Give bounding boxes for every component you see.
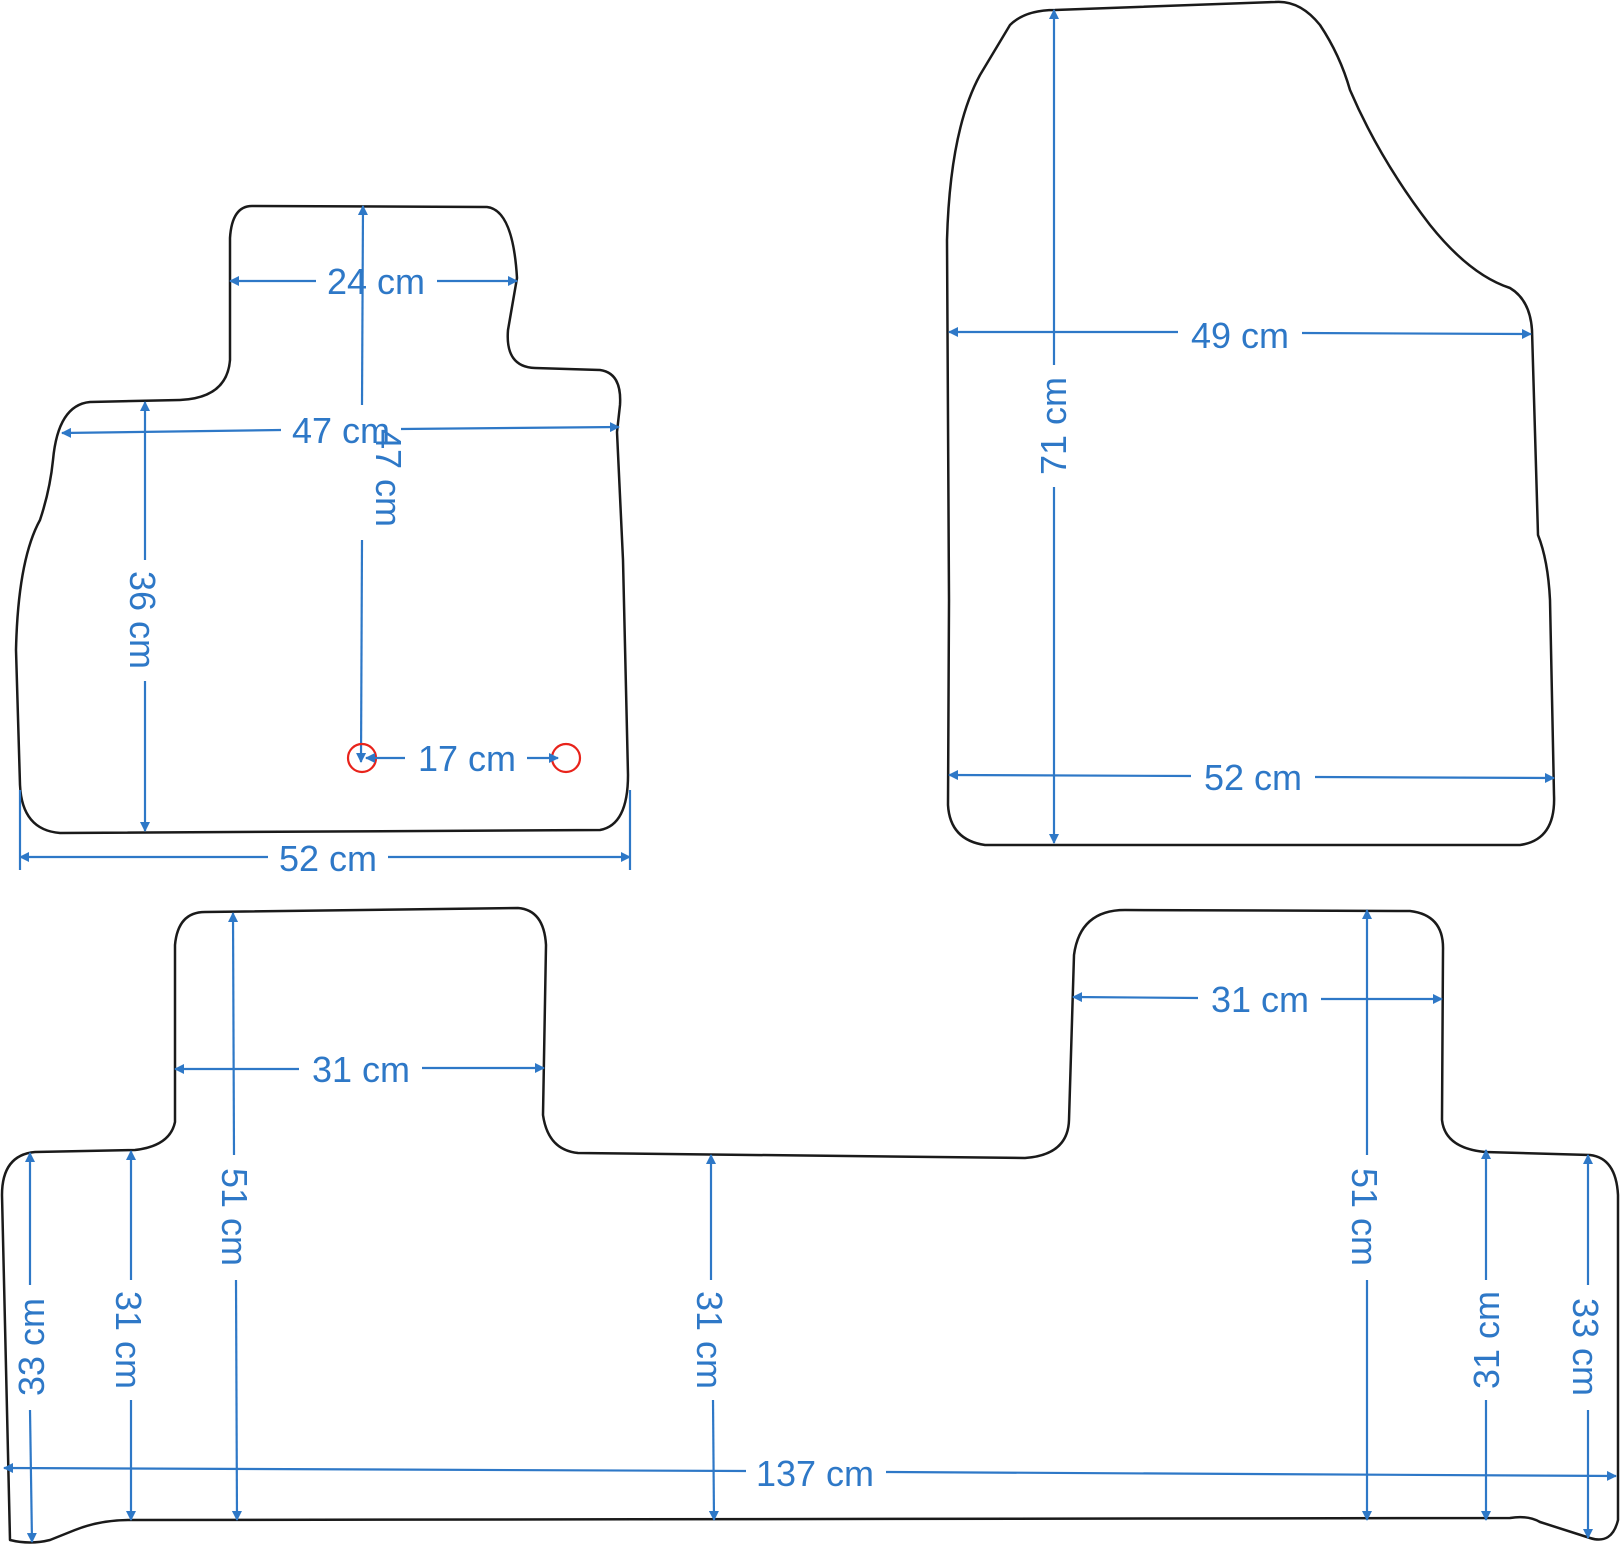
rear-center-length-label: 31 cm: [689, 1291, 730, 1389]
rear-tab-left-width-label: 31 cm: [312, 1049, 410, 1090]
rear-side-left-label: 31 cm: [108, 1291, 149, 1389]
front-left-length-side-label: 36 cm: [122, 571, 163, 669]
front-left-width-top-label: 24 cm: [327, 261, 425, 302]
front-left-hole-spacing-label: 17 cm: [418, 738, 516, 779]
rear-mat-outline: [0, 906, 1620, 1544]
front-right-width-upper-label: 49 cm: [1191, 315, 1289, 356]
rear-tab-left-length-label: 51 cm: [214, 1168, 255, 1266]
rear-side-right-label: 31 cm: [1466, 1291, 1507, 1389]
rear-tab-right-width-label: 31 cm: [1211, 979, 1309, 1020]
front-left-length-center-label: 47 cm: [368, 429, 409, 527]
front-right-length-label: 71 cm: [1033, 377, 1074, 475]
rear-edge-right-label: 33 cm: [1565, 1298, 1606, 1396]
rear-edge-left-label: 33 cm: [11, 1298, 52, 1396]
front-right-width-lower-label: 52 cm: [1204, 757, 1302, 798]
rear-total-width-label: 137 cm: [756, 1453, 874, 1494]
front-left-width-bottom-label: 52 cm: [279, 838, 377, 879]
front-left-width-mid-label: 47 cm: [292, 410, 390, 451]
rear-tab-right-length-label: 51 cm: [1344, 1168, 1385, 1266]
rear-mat: 31 cm 31 cm 51 cm 51 cm 33 cm 33 cm 31 c…: [0, 906, 1620, 1544]
front-right-mat: 49 cm 71 cm 52 cm: [945, 0, 1556, 847]
front-left-mat-outline: [14, 204, 630, 835]
front-right-mat-outline: [945, 0, 1556, 847]
front-left-mat: 24 cm 47 cm 47 cm 36 cm 17 cm 52 cm: [14, 204, 632, 879]
